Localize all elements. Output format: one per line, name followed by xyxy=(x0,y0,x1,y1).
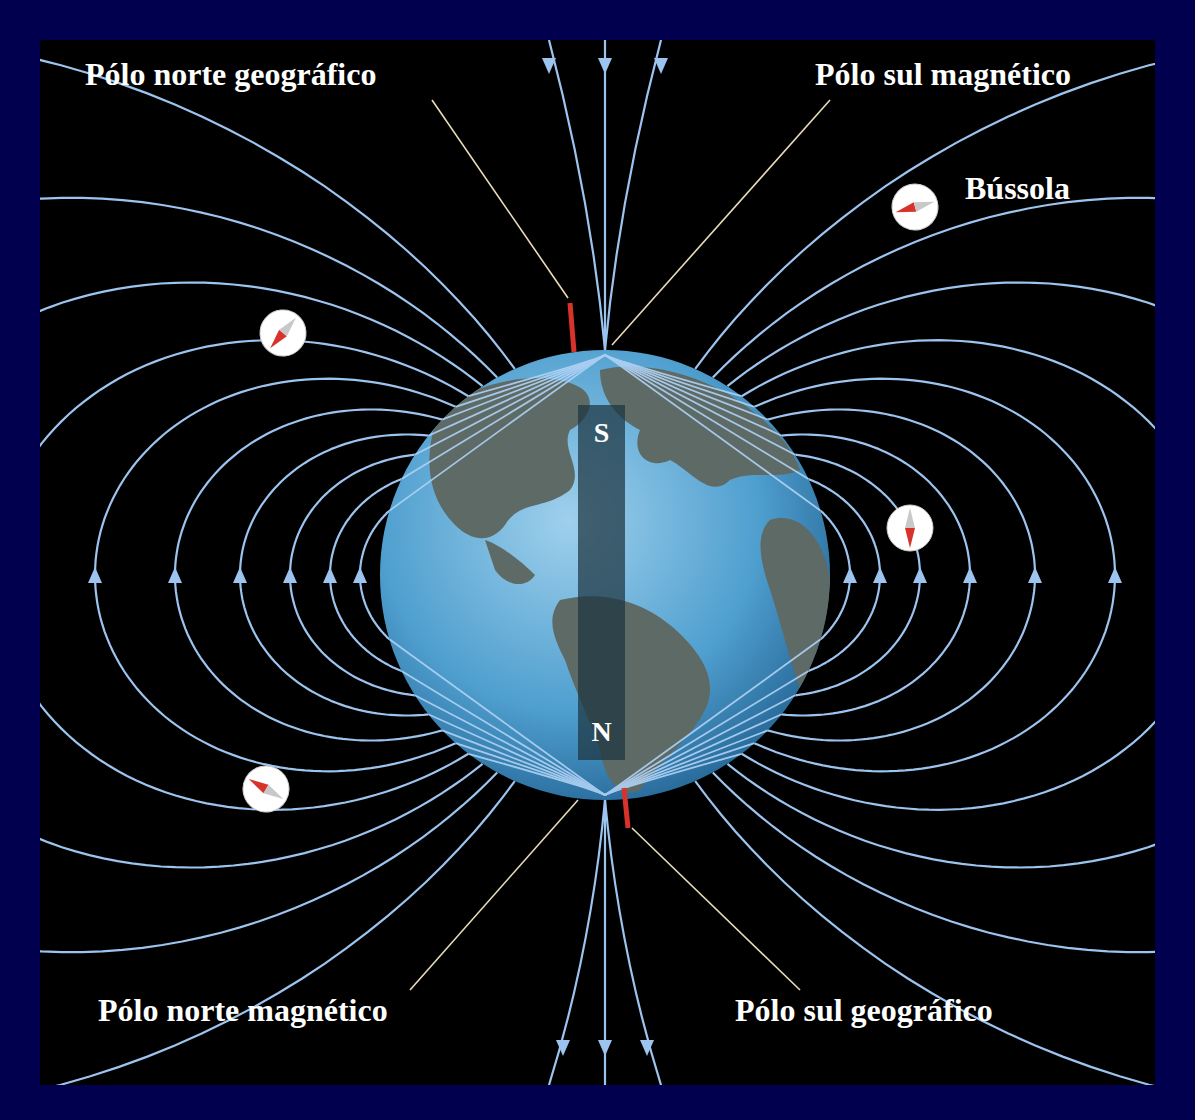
field-line xyxy=(754,379,1115,772)
field-arrow xyxy=(873,567,887,583)
field-line xyxy=(402,671,606,795)
pole-letter: S xyxy=(594,419,610,447)
bar-magnet: SN xyxy=(578,405,625,760)
field-arrow xyxy=(168,567,182,583)
field-line xyxy=(605,743,754,795)
pole-letter: N xyxy=(591,718,611,746)
field-arrow xyxy=(1028,567,1042,583)
field-arrow xyxy=(598,58,612,74)
field-line xyxy=(605,355,821,511)
field-line xyxy=(605,355,754,407)
earth xyxy=(380,350,830,800)
field-line xyxy=(605,800,661,1085)
field-line xyxy=(549,800,605,1085)
field-line xyxy=(605,714,782,795)
field-line xyxy=(389,355,605,511)
field-line xyxy=(713,198,1155,952)
field-line xyxy=(605,695,795,795)
field-arrow xyxy=(283,567,297,583)
field-line xyxy=(605,40,661,350)
compass xyxy=(887,179,943,235)
field-line xyxy=(415,355,605,455)
compass xyxy=(235,758,298,821)
field-arrow xyxy=(323,567,337,583)
field-arrow xyxy=(654,58,668,74)
field-lines xyxy=(40,40,1155,1085)
field-line xyxy=(389,639,605,795)
field-line xyxy=(402,355,606,479)
field-line xyxy=(605,355,782,436)
bar-magnet-shape xyxy=(578,405,625,760)
pole-label: Pólo norte geográfico xyxy=(85,56,376,93)
panel xyxy=(40,40,1155,1085)
field-arrow xyxy=(913,567,927,583)
field-arrow xyxy=(556,1040,570,1056)
field-arrow xyxy=(598,1040,612,1056)
field-arrow xyxy=(963,567,977,583)
compasses xyxy=(235,179,944,821)
field-line xyxy=(605,730,768,795)
field-line xyxy=(605,355,742,396)
field-line xyxy=(695,40,1155,1085)
pole-label: Pólo sul magnético xyxy=(815,56,1071,93)
pole-label: Pólo norte magnético xyxy=(98,992,388,1029)
field-arrow xyxy=(233,567,247,583)
field-arrow xyxy=(1108,567,1122,583)
field-line xyxy=(727,283,1155,868)
field-arrow xyxy=(843,567,857,583)
compass-label: Bússola xyxy=(965,170,1070,207)
field-line xyxy=(468,355,605,396)
field-line xyxy=(456,355,605,407)
field-arrow xyxy=(353,567,367,583)
pole-label: Pólo sul geográfico xyxy=(735,992,993,1029)
compass xyxy=(887,505,933,551)
field-arrow xyxy=(88,567,102,583)
field-arrow xyxy=(640,1040,654,1056)
field-line xyxy=(605,355,795,455)
geographic-axis-north xyxy=(570,303,574,352)
compass xyxy=(251,301,316,366)
field-line xyxy=(549,40,605,350)
field-line xyxy=(742,340,1155,810)
geographic-axis-south xyxy=(624,788,628,828)
field-line xyxy=(605,355,768,420)
field-line xyxy=(605,355,809,479)
field-line xyxy=(604,40,606,350)
field-line xyxy=(415,695,605,795)
leader-lines xyxy=(410,100,830,990)
field-arrow xyxy=(542,58,556,74)
field-lines-over-earth xyxy=(389,355,820,795)
field-line xyxy=(605,671,809,795)
field-line xyxy=(605,639,821,795)
